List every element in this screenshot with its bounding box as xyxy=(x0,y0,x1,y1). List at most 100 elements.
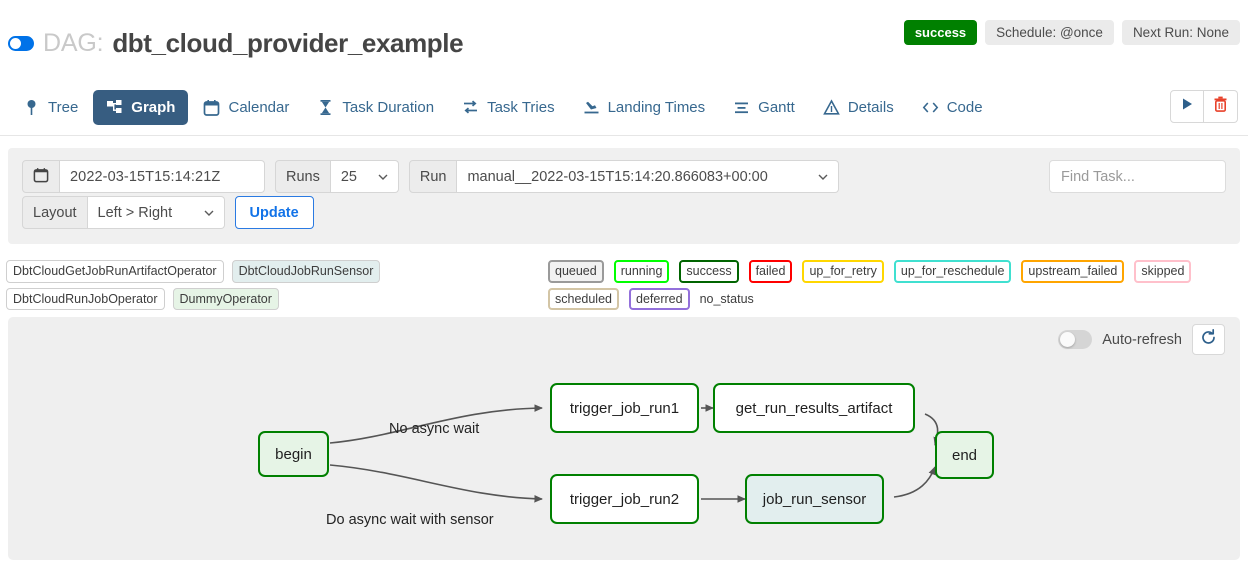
runs-value: 25 xyxy=(340,168,357,185)
next-run-badge: Next Run: None xyxy=(1121,20,1240,45)
retry-icon xyxy=(462,99,479,116)
dag-label: DAG: xyxy=(43,29,104,57)
status-legend-chip[interactable]: success xyxy=(679,260,739,283)
operator-legend-chip[interactable]: DummyOperator xyxy=(172,287,279,310)
graph-canvas[interactable]: begin trigger_job_run1 get_run_results_a… xyxy=(8,317,1240,560)
status-legend-chip[interactable]: running xyxy=(613,260,670,283)
refresh-controls: Auto-refresh xyxy=(1058,324,1225,355)
auto-refresh-toggle[interactable] xyxy=(1058,330,1093,349)
triangle-info-icon xyxy=(822,98,840,116)
tab-label: Details xyxy=(847,98,894,116)
chevron-down-icon xyxy=(204,210,214,216)
node-label: trigger_job_run2 xyxy=(569,490,680,508)
node-label: end xyxy=(951,446,978,464)
dag-title-row: DAG: dbt_cloud_provider_example xyxy=(8,28,464,59)
header-action-buttons xyxy=(1170,90,1238,123)
calendar-button[interactable] xyxy=(22,160,60,193)
tab-label: Tree xyxy=(48,98,79,116)
node-label: get_run_results_artifact xyxy=(735,399,893,417)
runs-label: Runs xyxy=(275,160,331,193)
layout-value: Left > Right xyxy=(97,204,173,221)
graph-node-trigger_job_run1[interactable]: trigger_job_run1 xyxy=(550,383,699,433)
tab-label: Graph xyxy=(131,98,176,116)
tab-list: Tree Graph Calendar Task Duration Task T xyxy=(10,78,996,136)
tree-icon xyxy=(23,99,40,116)
base-date-input[interactable]: 2022-03-15T15:14:21Z xyxy=(60,160,265,193)
graph-icon xyxy=(106,99,123,116)
tab-calendar[interactable]: Calendar xyxy=(190,90,302,125)
operator-legend-chip[interactable]: DbtCloudRunJobOperator xyxy=(6,287,165,310)
hourglass-icon xyxy=(317,99,334,116)
play-icon xyxy=(1180,97,1194,116)
tab-label: Gantt xyxy=(758,98,795,116)
graph-node-get_run_results_artifact[interactable]: get_run_results_artifact xyxy=(713,383,915,433)
node-label: begin xyxy=(275,445,312,463)
tab-code[interactable]: Code xyxy=(909,90,996,125)
calendar-icon xyxy=(203,99,220,116)
tab-label: Landing Times xyxy=(607,98,706,116)
operator-legend-chip[interactable]: DbtCloudJobRunSensor xyxy=(231,260,381,283)
operator-legend-chip[interactable]: DbtCloudGetJobRunArtifactOperator xyxy=(6,260,224,283)
status-legend-chip[interactable]: scheduled xyxy=(548,287,619,310)
dag-paused-toggle[interactable] xyxy=(8,36,34,51)
layout-select[interactable]: Left > Right xyxy=(87,196,225,229)
graph-edges xyxy=(329,404,941,503)
landing-icon xyxy=(583,99,600,116)
graph-node-job_run_sensor[interactable]: job_run_sensor xyxy=(745,474,884,524)
graph-node-begin[interactable]: begin xyxy=(258,431,329,477)
trash-icon xyxy=(1213,96,1228,117)
status-legend-chip[interactable]: deferred xyxy=(629,287,690,310)
runs-select[interactable]: 25 xyxy=(330,160,399,193)
tab-task-duration[interactable]: Task Duration xyxy=(304,90,447,125)
tab-task-tries[interactable]: Task Tries xyxy=(449,90,568,125)
layout-label: Layout xyxy=(22,196,88,229)
find-task-input[interactable]: Find Task... xyxy=(1049,160,1226,193)
run-label: Run xyxy=(408,160,458,193)
tab-label: Task Duration xyxy=(342,98,435,116)
edge-label-do-async-wait: Do async wait with sensor xyxy=(326,512,494,528)
graph-node-end[interactable]: end xyxy=(935,431,994,479)
filter-bar: 2022-03-15T15:14:21Z Runs 25 Run manual_… xyxy=(8,148,1240,244)
status-legend-chip[interactable]: up_for_reschedule xyxy=(893,260,1012,283)
chevron-down-icon xyxy=(378,174,388,180)
tab-graph[interactable]: Graph xyxy=(93,89,189,125)
graph-node-trigger_job_run2[interactable]: trigger_job_run2 xyxy=(550,474,699,524)
schedule-badge[interactable]: Schedule: @once xyxy=(985,20,1114,45)
status-legend-chip[interactable]: skipped xyxy=(1134,260,1192,283)
filter-row-secondary: Layout Left > Right Update xyxy=(22,196,314,229)
page-title: dbt_cloud_provider_example xyxy=(112,28,464,58)
code-icon xyxy=(922,99,939,116)
status-legend-chip[interactable]: up_for_retry xyxy=(802,260,884,283)
update-button[interactable]: Update xyxy=(234,196,314,229)
auto-refresh-label: Auto-refresh xyxy=(1102,331,1182,348)
status-legend-chip[interactable]: queued xyxy=(548,260,604,283)
tab-label: Task Tries xyxy=(487,98,555,116)
status-badge: success xyxy=(903,20,978,45)
tab-label: Calendar xyxy=(228,98,290,116)
edge-label-no-async-wait: No async wait xyxy=(389,421,480,437)
status-legend-chip[interactable]: failed xyxy=(748,260,793,283)
status-legend-chip[interactable]: no_status xyxy=(699,291,754,306)
tab-details[interactable]: Details xyxy=(810,90,907,125)
tab-gantt[interactable]: Gantt xyxy=(720,90,808,125)
trigger-dag-button[interactable] xyxy=(1170,90,1204,123)
tab-label: Code xyxy=(946,98,983,116)
tab-tree[interactable]: Tree xyxy=(10,90,91,125)
node-label: trigger_job_run1 xyxy=(569,399,680,417)
tab-landing-times[interactable]: Landing Times xyxy=(570,90,719,125)
node-label: job_run_sensor xyxy=(762,490,867,508)
filter-row-primary: 2022-03-15T15:14:21Z Runs 25 Run manual_… xyxy=(22,160,840,193)
tab-bar: Tree Graph Calendar Task Duration Task T xyxy=(0,78,1248,136)
calendar-icon xyxy=(33,167,49,187)
refresh-icon xyxy=(1200,328,1217,351)
run-select[interactable]: manual__2022-03-15T15:14:20.866083+00:00 xyxy=(457,160,840,193)
delete-dag-button[interactable] xyxy=(1204,90,1238,123)
refresh-button[interactable] xyxy=(1192,324,1225,355)
status-legend: queued running success failed up_for_retry up… xyxy=(548,260,1248,310)
gantt-icon xyxy=(733,99,750,116)
run-value: manual__2022-03-15T15:14:20.866083+00:00 xyxy=(467,168,768,185)
status-legend-chip[interactable]: upstream_failed xyxy=(1021,260,1125,283)
graph-panel: Auto-refresh xyxy=(8,317,1240,560)
